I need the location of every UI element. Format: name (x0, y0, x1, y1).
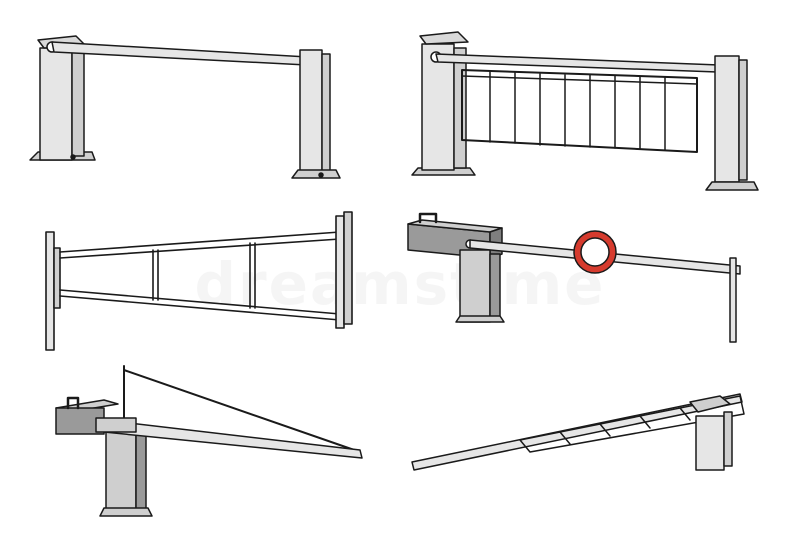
barrier-swing-frame (45, 211, 353, 351)
barrier-counterweight-boom (55, 365, 363, 517)
barrier-ladder-boom (411, 393, 745, 471)
barrier-simple-bar (29, 35, 341, 179)
barrier-slatted-gate (411, 31, 759, 191)
barrier-boom-stop-sign (407, 212, 741, 343)
